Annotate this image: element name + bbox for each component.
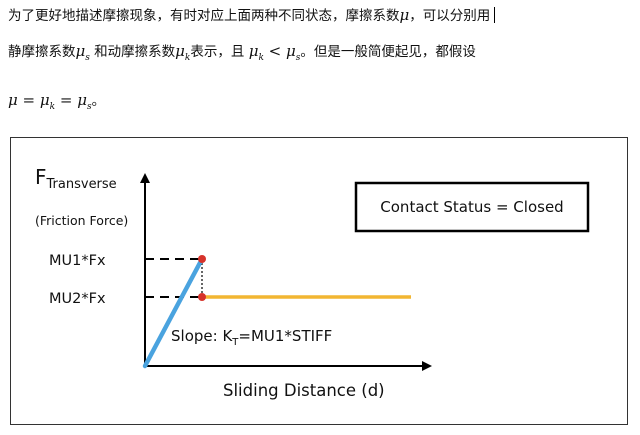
subscript-s: s (86, 102, 92, 112)
mu-s-symbol: μs (75, 42, 90, 63)
mu-symbol: μ (399, 6, 410, 24)
less-than: < (263, 42, 287, 60)
peak-point (198, 255, 206, 263)
paragraph-line-3: μ = μk = μs。 (8, 89, 105, 112)
slope-sub: T (231, 337, 239, 348)
status-box-label: Contact Status = Closed (380, 198, 563, 216)
paragraph-line-1: 为了更好地描述摩擦现象，有时对应上面两种不同状态，摩擦系数μ，可以分别用 (8, 4, 496, 24)
equals: = (17, 91, 40, 109)
line2-part2: 和动摩擦系数 (94, 44, 176, 60)
line2-part3: 表示，且 (190, 44, 245, 60)
equals: = (55, 91, 78, 109)
mu-glyph: μ (39, 91, 50, 109)
subscript-s: s (85, 53, 90, 63)
line2-part4: 。但是一般简便起见，都假设 (300, 44, 476, 60)
slope-suffix: =MU1*STIFF (238, 327, 332, 345)
x-axis-label: Sliding Distance (d) (223, 381, 385, 400)
status-box (354, 181, 590, 233)
subscript-k: k (49, 102, 56, 112)
line1-tail: ，可以分别用 (409, 8, 491, 24)
subscript-k: k (258, 53, 264, 63)
y-label-main: F (35, 165, 47, 189)
inequality: μk < μs (248, 42, 301, 63)
paragraph-line-2: 静摩擦系数μs 和动摩擦系数μk表示，且 μk < μs。但是一般简便起见，都假… (8, 40, 476, 63)
slope-label: Slope: KT=MU1*STIFF (171, 327, 332, 348)
friction-diagram: FTransverse (Friction Force) MU1*Fx MU2*… (10, 137, 628, 425)
stick-slope-line (142, 256, 205, 369)
mu-glyph: μ (286, 42, 296, 60)
text-cursor (494, 7, 496, 23)
line1-text: 为了更好地描述摩擦现象，有时对应上面两种不同状态，摩擦系数 (8, 8, 400, 24)
mu-glyph: μ (77, 91, 87, 109)
slope-prefix: Slope: K (171, 327, 233, 345)
subscript-k: k (184, 53, 191, 63)
level2-label: MU2*Fx (49, 291, 106, 307)
mu-k-symbol: μk (175, 42, 191, 63)
mu-glyph: μ (8, 91, 18, 109)
diagram-canvas: FTransverse (Friction Force) MU1*Fx MU2*… (35, 165, 590, 400)
subscript-s: s (295, 53, 301, 63)
y-axis-note: (Friction Force) (35, 213, 128, 228)
y-axis-label: FTransverse (35, 165, 117, 192)
mu-glyph: μ (175, 42, 185, 60)
line3-end: 。 (91, 93, 106, 109)
line2-part1: 静摩擦系数 (8, 44, 76, 60)
y-label-sub: Transverse (46, 177, 117, 192)
mu-glyph: μ (248, 42, 259, 60)
level1-label: MU1*Fx (49, 253, 106, 269)
sliding-start-point (198, 293, 206, 301)
equation: μ = μk = μs (8, 91, 92, 112)
mu-glyph: μ (75, 42, 86, 60)
